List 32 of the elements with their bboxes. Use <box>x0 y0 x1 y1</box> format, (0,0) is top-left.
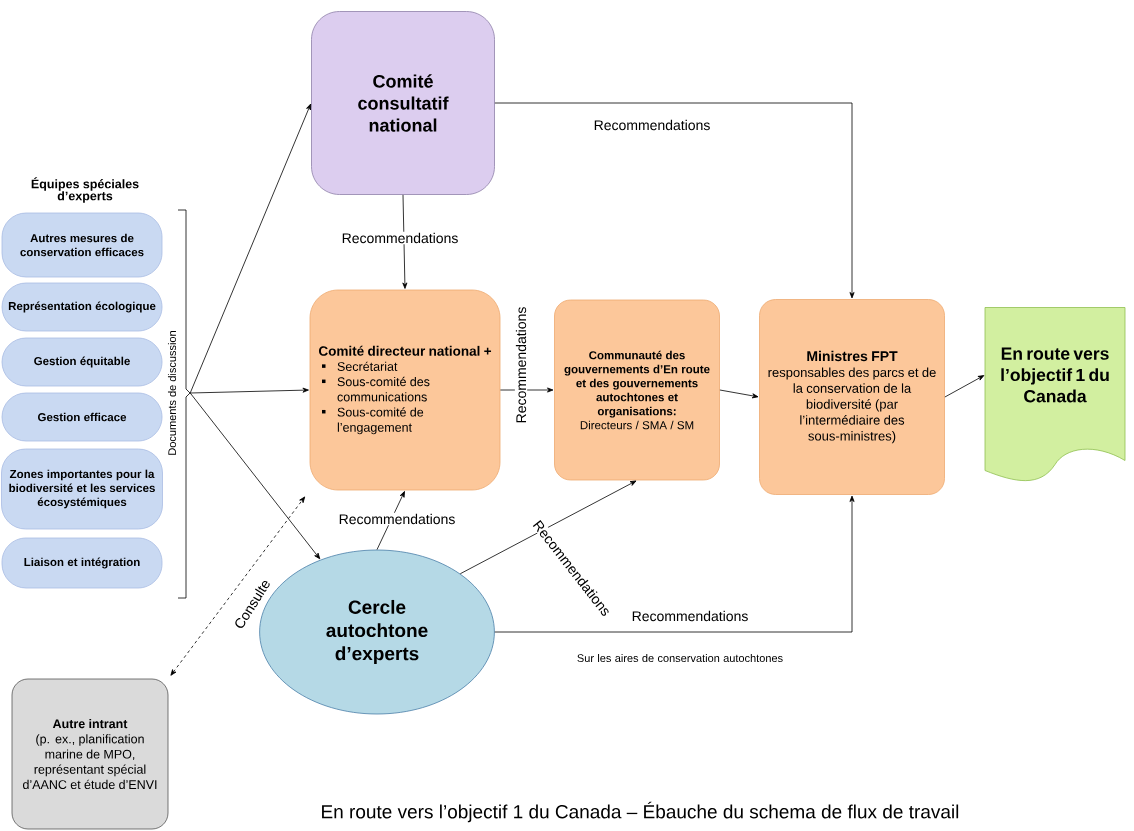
pill-box: Gestion équitable <box>1 337 163 387</box>
arrow <box>459 480 637 575</box>
edge-label: Recommendations <box>340 231 460 245</box>
heading: Équipes spéciales d’experts <box>31 177 139 203</box>
arrow <box>376 491 405 550</box>
arrow <box>170 496 306 676</box>
note: Sur les aires de conservation autochtones <box>577 653 783 663</box>
edge-label: Recommendations <box>592 118 712 132</box>
arrow <box>189 392 321 560</box>
arrow <box>944 375 985 398</box>
process-box: Ministres FPT responsables des parcs et de la conservation de la biodiversité (par l’intermédiaire des sous-ministres) <box>759 299 945 495</box>
arrow <box>500 387 554 393</box>
pill-box: Autres mesures de conservation efficaces <box>1 212 163 278</box>
pill-box: Représentation écologique <box>1 282 163 332</box>
edge-label: Recommendations <box>337 512 457 526</box>
caption: En route vers l’objectif 1 du Canada – Ébauche du schema de flux de travail <box>322 801 959 823</box>
arrow <box>189 387 309 394</box>
bracket: Documents de discussion <box>167 209 191 599</box>
input-box: Autre intrant (p. ex., planification marine de MPO, représentant spécial d’AANC et étude d’ENVI <box>11 678 169 830</box>
edge-label: Recommendations <box>630 609 750 623</box>
arrow <box>402 194 408 289</box>
pill-box: Liaison et intégration <box>1 537 163 589</box>
arrow <box>189 103 312 394</box>
pill-box: Zones importantes pour la biodiversité et les services écosystémiques <box>1 448 163 530</box>
arrow <box>494 102 855 299</box>
edge-label: Recommendations <box>514 305 528 425</box>
arrow <box>719 389 759 399</box>
pill-box: Gestion efficace <box>1 392 163 442</box>
committee-box: Comité directeur national + Secrétariat Sous-comité des communications Sous-comité de l’engagement <box>309 289 501 491</box>
arrow <box>494 495 855 633</box>
committee-box: Comité consultatif national <box>311 11 495 195</box>
process-box: Communauté des gouvernements d’En route et des gouvernements autochtones et organisations: Directeurs / SMA / SM <box>554 299 720 481</box>
